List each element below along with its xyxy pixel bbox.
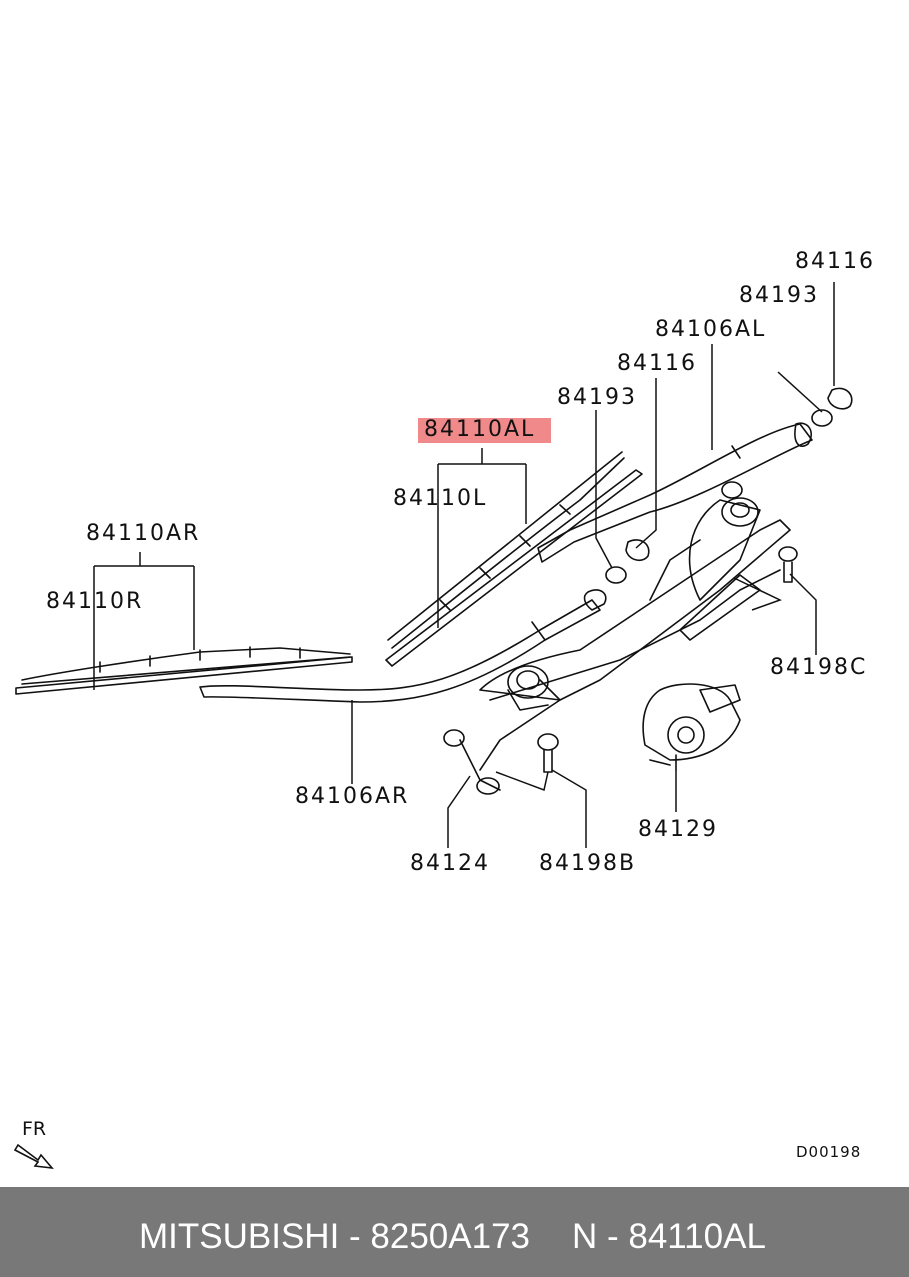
- pivot-left: [721, 481, 759, 527]
- footer-bar: MITSUBISHI - 8250A173 N - 84110AL: [0, 1187, 909, 1277]
- cap-84116-left: [625, 539, 650, 562]
- label-84116-top: 84116: [795, 249, 875, 274]
- footer-reference-number: N - 84110AL: [572, 1217, 766, 1256]
- nut-84193-right: [811, 409, 833, 427]
- wiper-blade-right: [15, 646, 353, 695]
- direction-arrow-icon: [13, 1143, 54, 1170]
- bolt-84198C: [778, 546, 798, 583]
- leader-lines: [93, 282, 835, 848]
- label-84110AL-highlighted: 84110AL: [418, 418, 552, 443]
- footer-brand-part-number: MITSUBISHI - 8250A173: [139, 1217, 530, 1256]
- wiper-linkage: [459, 499, 791, 791]
- pivot-right: [507, 665, 549, 711]
- wiper-assembly-diagram: [13, 282, 853, 1170]
- label-84110L: 84110L: [393, 486, 488, 511]
- bolt-84198B: [537, 733, 559, 773]
- label-84198C: 84198C: [770, 655, 868, 680]
- label-84106AR: 84106AR: [295, 784, 410, 809]
- label-84116-mid: 84116: [617, 351, 697, 376]
- diagram-reference-code: D00198: [796, 1143, 862, 1161]
- wiper-arm-left: [537, 422, 813, 563]
- label-84193-top: 84193: [739, 283, 819, 308]
- label-84124: 84124: [410, 851, 490, 876]
- direction-label: FR: [22, 1118, 47, 1140]
- label-84198B: 84198B: [539, 851, 637, 876]
- cap-84116-right: [827, 387, 853, 410]
- label-84129: 84129: [638, 817, 718, 842]
- label-84110R: 84110R: [46, 589, 144, 614]
- wiper-motor: [642, 683, 741, 771]
- label-84110AR: 84110AR: [86, 521, 201, 546]
- label-84106AL: 84106AL: [655, 317, 767, 342]
- nut-84193-left: [605, 566, 627, 584]
- wiper-arm-right: [199, 589, 607, 703]
- nut-84124: [443, 729, 500, 795]
- wiper-blade-left: [385, 451, 643, 667]
- label-84193-mid: 84193: [557, 385, 637, 410]
